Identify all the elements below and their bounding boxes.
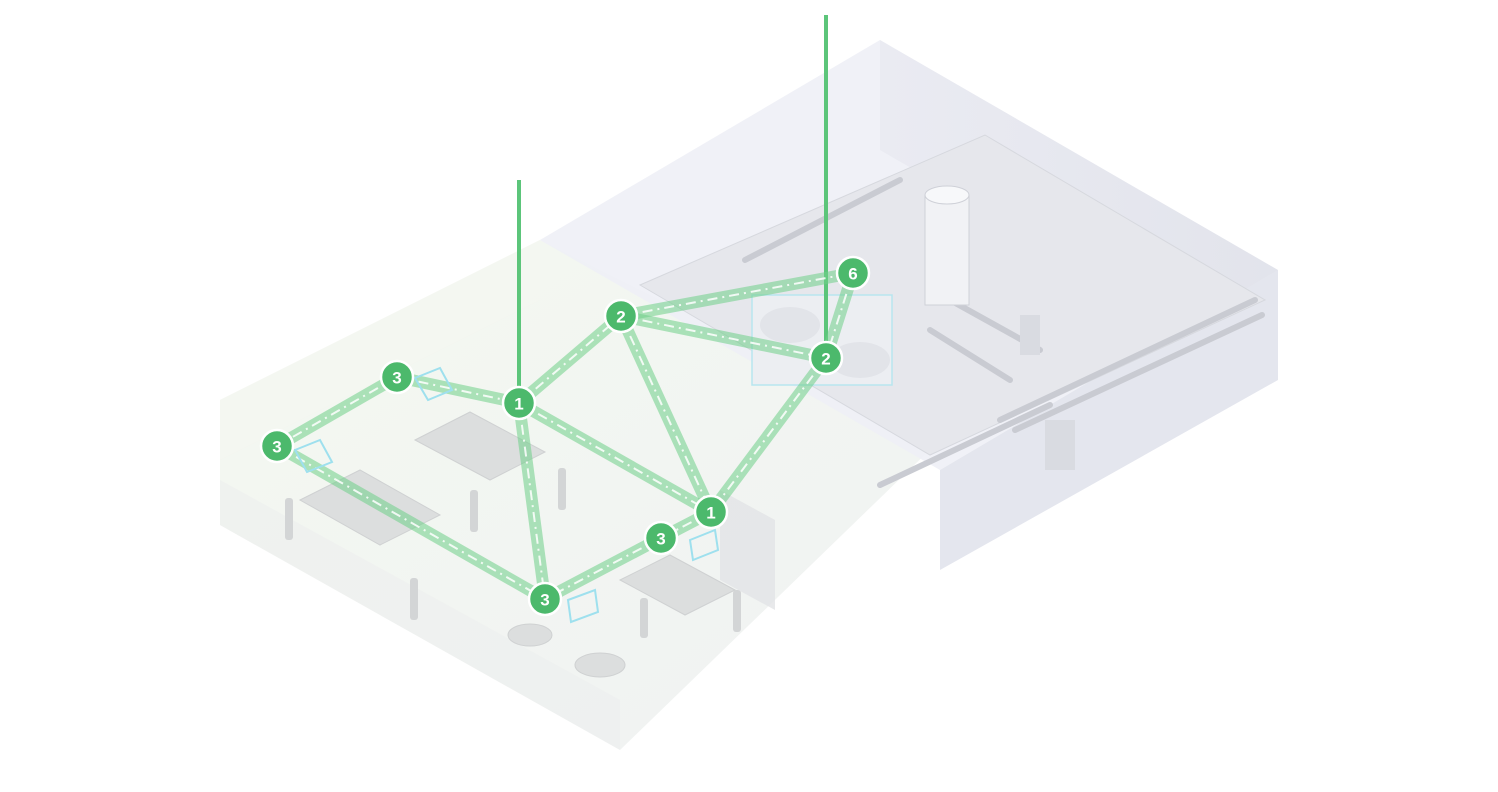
node-n3d[interactable]: 3	[527, 581, 563, 617]
mesh-link-n1a-n3d	[513, 397, 551, 605]
node-label: 2	[821, 350, 830, 369]
node-circle	[259, 428, 295, 464]
node-label: 3	[272, 438, 281, 457]
mesh-link-n1a-n2a	[518, 315, 622, 404]
mesh-link-n2a-n1b	[620, 315, 712, 513]
mesh-link-n3b-n3d	[276, 445, 546, 600]
node-circle	[835, 255, 871, 291]
node-circle	[643, 520, 679, 556]
node-label: 3	[540, 591, 549, 610]
node-circle	[808, 340, 844, 376]
node-n3b[interactable]: 3	[259, 428, 295, 464]
node-circle	[501, 385, 537, 421]
node-label: 6	[848, 265, 857, 284]
node-label: 3	[392, 369, 401, 388]
uplink-lines	[517, 15, 828, 403]
node-circle	[603, 298, 639, 334]
node-circle	[379, 359, 415, 395]
mesh-link-n3c-n3d	[539, 532, 667, 605]
node-n1a[interactable]: 1	[501, 385, 537, 421]
node-circle	[693, 494, 729, 530]
node-n2b[interactable]: 2	[808, 340, 844, 376]
mesh-links	[271, 267, 859, 605]
plant-room	[540, 40, 1278, 570]
node-label: 1	[514, 395, 523, 414]
mesh-link-n3a-n1a	[396, 376, 520, 404]
node-n2a[interactable]: 2	[603, 298, 639, 334]
node-layer: 1 1 2 2 6 3 3 3 3	[259, 255, 871, 617]
mesh-link-n2a-n6	[620, 272, 854, 317]
mesh-link-n1a-n1b	[518, 402, 712, 513]
node-label: 3	[656, 530, 665, 549]
device-highlights	[293, 366, 720, 624]
node-circle	[527, 581, 563, 617]
mesh-link-n2a-n2b	[620, 315, 827, 359]
node-label: 1	[706, 504, 715, 523]
mesh-link-n3a-n3b	[276, 376, 398, 447]
node-n3c[interactable]: 3	[643, 520, 679, 556]
node-n3a[interactable]: 3	[379, 359, 415, 395]
node-n6[interactable]: 6	[835, 255, 871, 291]
node-label: 2	[616, 308, 625, 327]
node-n1b[interactable]: 1	[693, 494, 729, 530]
mesh-link-n2b-n1b	[710, 357, 827, 513]
